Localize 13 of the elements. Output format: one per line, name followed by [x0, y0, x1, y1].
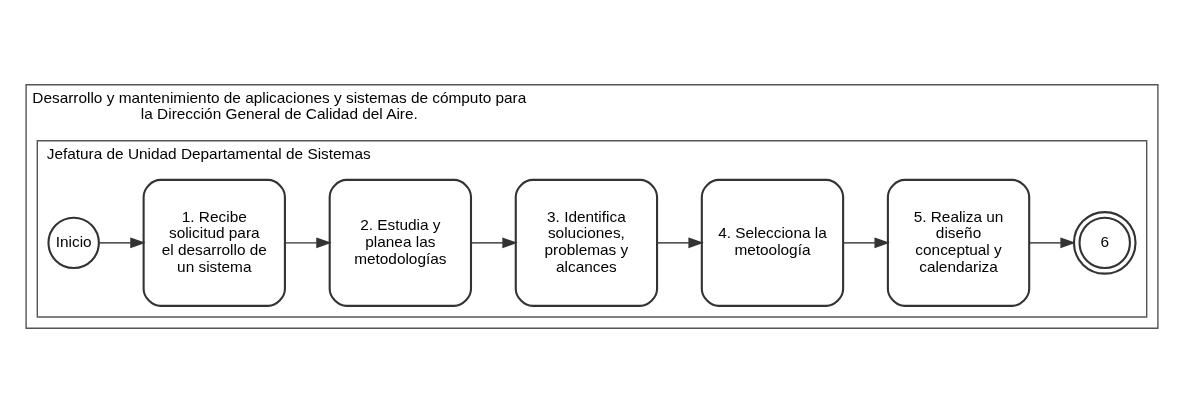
node-box: 3. Identifica soluciones, problemas y alcances [514, 178, 659, 307]
arrow [842, 237, 890, 249]
node-box: 2. Estudia y planea las metodologías [328, 178, 473, 307]
arrow [656, 237, 704, 249]
node-box: 5. Realiza un diseño conceptual y calendariza [886, 178, 1031, 307]
arrow [98, 237, 146, 249]
arrow [1028, 237, 1076, 249]
node-box: 4. Selecciona la metoología [700, 178, 845, 307]
node-box: 1. Recibe solicitud para el desarrollo de un sistema [142, 178, 286, 307]
node-circle: 6 [1072, 211, 1137, 275]
node-circle: Inicio [47, 216, 100, 270]
arrow [284, 237, 332, 249]
arrow [470, 237, 518, 249]
